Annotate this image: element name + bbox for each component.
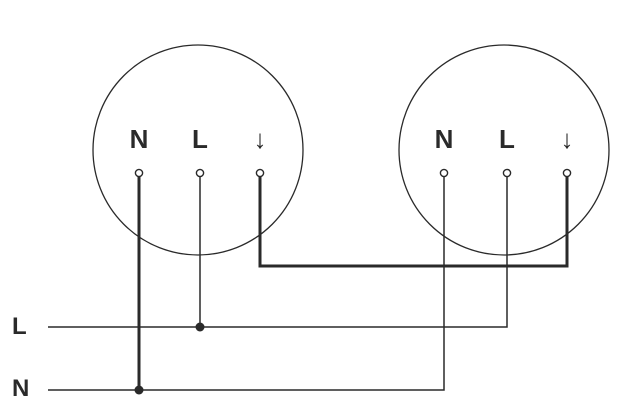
left-earth-label: ↓ [253, 124, 267, 154]
neutral-supply-wire [48, 173, 445, 391]
right-neutral-terminal [439, 168, 449, 178]
right-earth-terminal [562, 168, 572, 178]
neutral-supply-label: N [12, 375, 30, 402]
left-neutral-terminal [134, 168, 144, 178]
right-earth-label: ↓ [560, 124, 574, 154]
live-junction-dot [195, 322, 205, 332]
left-earth-terminal [255, 168, 265, 178]
right-neutral-label: N [434, 124, 454, 154]
right-live-label: L [499, 124, 515, 154]
right-live-terminal [502, 168, 512, 178]
live-supply-wire [48, 173, 508, 328]
left-live-terminal [195, 168, 205, 178]
left-neutral-label: N [129, 124, 149, 154]
live-supply-label: L [12, 313, 27, 340]
left-live-label: L [192, 124, 208, 154]
left-fixture-outline [92, 44, 304, 256]
earth-link-wire [258, 173, 569, 268]
right-fixture-outline [398, 44, 610, 256]
neutral-junction-dot [134, 385, 144, 395]
